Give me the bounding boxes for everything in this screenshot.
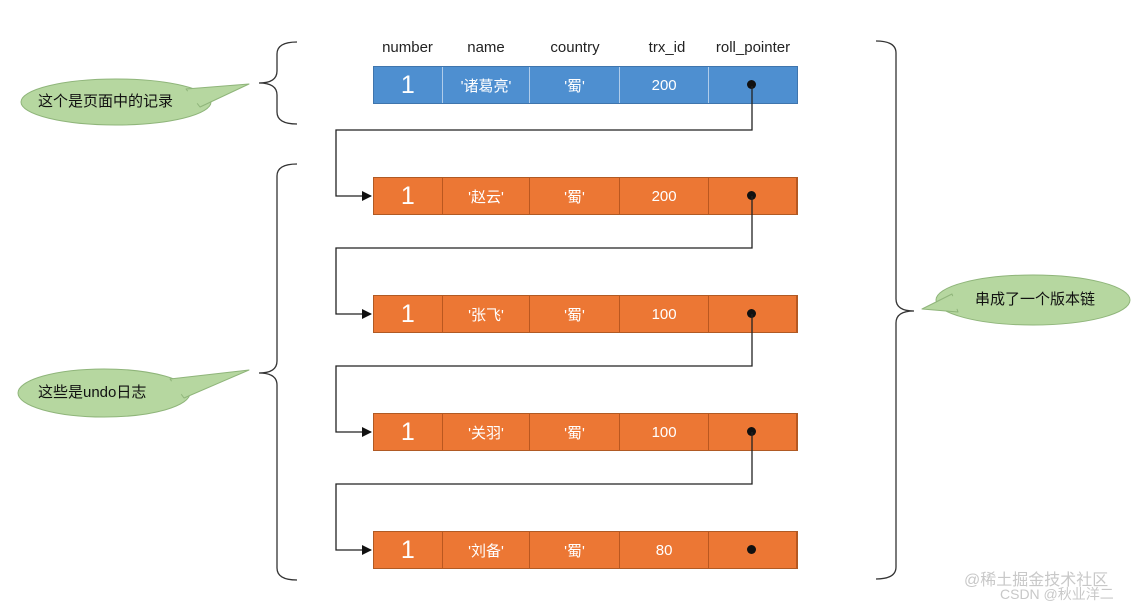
header-number: number — [382, 39, 433, 56]
undo-name: '张飞' — [443, 296, 531, 332]
undo-log-row: 1 '刘备' '蜀' 80 — [373, 531, 798, 569]
pointer-connector — [335, 314, 753, 437]
undo-number: 1 — [374, 296, 443, 332]
callout-version-chain-text: 串成了一个版本链 — [975, 291, 1096, 308]
undo-log-row: 1 '张飞' '蜀' 100 — [373, 295, 798, 333]
undo-country: '蜀' — [530, 532, 620, 568]
undo-name: '关羽' — [443, 414, 531, 450]
record-trx-id: 200 — [620, 67, 710, 103]
record-country: '蜀' — [530, 67, 620, 103]
record-roll-pointer — [709, 67, 797, 103]
pointer-connector — [335, 86, 753, 201]
undo-country: '蜀' — [530, 296, 620, 332]
pointer-dot — [747, 80, 757, 89]
record-number: 1 — [374, 67, 443, 103]
watermark-csdn: CSDN @秋业洋二 — [1000, 586, 1114, 602]
undo-roll-pointer — [709, 178, 797, 214]
header-roll-pointer: roll_pointer — [715, 39, 791, 56]
pointer-dot — [747, 191, 757, 200]
pointer-connector — [335, 196, 753, 319]
brace-undo-logs — [258, 163, 298, 581]
header-trx-id: trx_id — [648, 39, 686, 56]
undo-trx-id: 100 — [620, 296, 710, 332]
undo-country: '蜀' — [530, 178, 620, 214]
undo-log-row: 1 '关羽' '蜀' 100 — [373, 413, 798, 451]
undo-number: 1 — [374, 532, 443, 568]
header-name: name — [467, 39, 505, 56]
undo-roll-pointer — [709, 414, 797, 450]
undo-country: '蜀' — [530, 414, 620, 450]
page-record-row: 1 '诸葛亮' '蜀' 200 — [373, 66, 798, 104]
pointer-dot — [747, 427, 757, 436]
callout-version-chain — [921, 274, 1131, 326]
undo-trx-id: 200 — [620, 178, 710, 214]
brace-page-record — [258, 41, 298, 125]
callout-page-record-text: 这个是页面中的记录 — [38, 93, 174, 110]
undo-roll-pointer — [709, 296, 797, 332]
callout-page-record — [20, 78, 250, 126]
pointer-connector — [335, 432, 753, 555]
undo-roll-pointer — [709, 532, 797, 568]
undo-name: '赵云' — [443, 178, 531, 214]
undo-name: '刘备' — [443, 532, 531, 568]
record-name: '诸葛亮' — [443, 67, 531, 103]
callout-undo-logs — [17, 368, 250, 418]
callout-undo-logs-text: 这些是undo日志 — [38, 384, 147, 401]
undo-trx-id: 100 — [620, 414, 710, 450]
brace-version-chain — [875, 40, 915, 580]
header-country: country — [550, 39, 600, 56]
undo-trx-id: 80 — [620, 532, 710, 568]
pointer-dot — [747, 309, 757, 318]
watermark-juejin: @稀土掘金技术社区 — [964, 572, 1109, 589]
undo-number: 1 — [374, 414, 443, 450]
pointer-dot — [747, 545, 757, 554]
undo-number: 1 — [374, 178, 443, 214]
undo-log-row: 1 '赵云' '蜀' 200 — [373, 177, 798, 215]
